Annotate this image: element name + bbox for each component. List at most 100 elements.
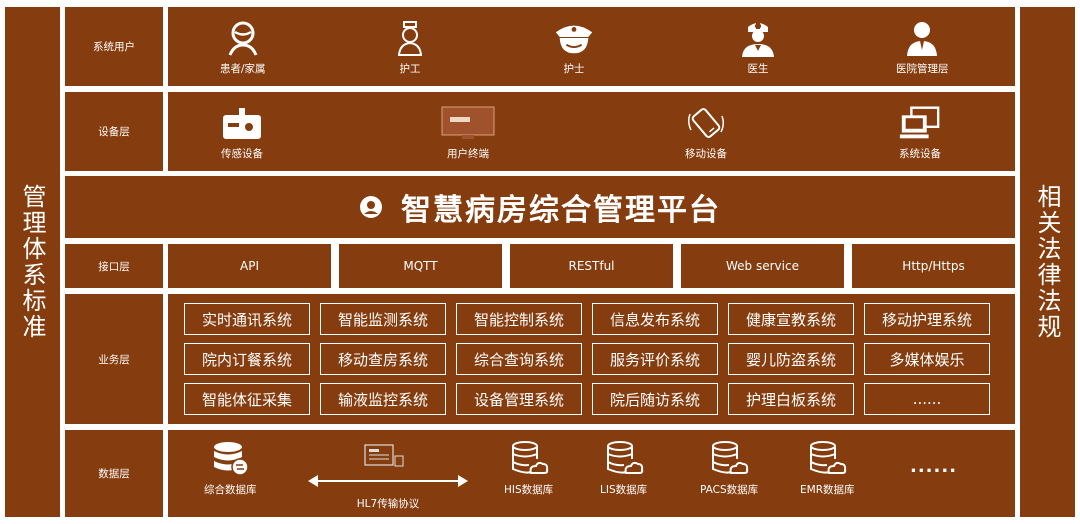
- business-system-label: 院后随访系统: [609, 390, 700, 409]
- layer-label-data-text: 数据层: [98, 468, 130, 480]
- devices-row: 传感设备 用户终端 移动设备: [168, 92, 1015, 171]
- user-management: 医院管理层: [896, 19, 949, 76]
- manager-icon: [900, 19, 944, 57]
- user-doctor-label: 医生: [747, 63, 769, 75]
- layer-label-users-text: 系统用户: [93, 41, 135, 53]
- user-patient-label: 患者/家属: [220, 63, 266, 75]
- business-system: ......: [864, 383, 990, 415]
- database-cloud-icon: [507, 440, 551, 478]
- layer-label-devices-text: 设备层: [98, 126, 130, 138]
- mobile-phone-icon: [684, 104, 728, 142]
- business-system-label: 输液监控系统: [337, 390, 428, 409]
- data-emr-db-label: EMR数据库: [800, 484, 855, 496]
- business-system: 多媒体娱乐: [864, 343, 990, 375]
- data-lis-db: LIS数据库: [600, 440, 647, 497]
- database-cloud-icon: [707, 440, 751, 478]
- business-system-label: 健康宣教系统: [745, 310, 836, 329]
- user-patient: 患者/家属: [220, 19, 266, 76]
- platform-user-icon: [360, 196, 382, 218]
- business-system-label: 婴儿防盗系统: [745, 350, 836, 369]
- business-system: 输液监控系统: [320, 383, 446, 415]
- interface-mqtt-label: MQTT: [403, 259, 438, 273]
- business-system: 智能体征采集: [184, 383, 310, 415]
- interface-api: API: [168, 244, 331, 288]
- device-sensor: 传感设备: [220, 104, 264, 161]
- platform-title: 智慧病房综合管理平台: [401, 193, 721, 228]
- layer-label-data: 数据层: [65, 430, 163, 517]
- data-integrated-db-label: 综合数据库: [204, 484, 257, 496]
- data-hl7-protocol: HL7传输协议: [308, 442, 468, 512]
- interface-restful-label: RESTful: [568, 259, 615, 273]
- device-system: 系统设备: [898, 104, 942, 161]
- business-system-label: 智能体征采集: [201, 390, 292, 409]
- interface-restful: RESTful: [510, 244, 673, 288]
- database-cloud-icon: [805, 440, 849, 478]
- business-system-label: 智能控制系统: [473, 310, 564, 329]
- business-system-label: 服务评价系统: [609, 350, 700, 369]
- data-row: 综合数据库 HL7传输协议 HIS数据库: [168, 430, 1015, 517]
- user-nurse: 护士: [552, 19, 596, 76]
- laws-regulations-label: 相关法律法规: [1033, 184, 1061, 340]
- device-mobile-label: 移动设备: [685, 148, 727, 160]
- data-more-ellipsis: ......: [910, 456, 958, 477]
- computer-icon: [898, 104, 942, 142]
- user-doctor: 医生: [736, 19, 780, 76]
- business-system: 院后随访系统: [592, 383, 718, 415]
- business-system: 智能监测系统: [320, 303, 446, 335]
- business-system: 移动护理系统: [864, 303, 990, 335]
- layer-label-business: 业务层: [65, 294, 163, 424]
- business-system-label: 设备管理系统: [473, 390, 564, 409]
- data-integrated-db: 综合数据库: [204, 440, 257, 497]
- interface-http-label: Http/Https: [902, 259, 965, 273]
- business-row: 实时通讯系统 智能监测系统 智能控制系统 信息发布系统 健康宣教系统 移动护理系…: [168, 294, 1015, 424]
- business-system-label: 移动查房系统: [337, 350, 428, 369]
- data-lis-db-label: LIS数据库: [600, 484, 648, 496]
- protocol-document-icon: [364, 444, 404, 467]
- business-system-label: 院内订餐系统: [201, 350, 292, 369]
- platform-banner: 智慧病房综合管理平台: [65, 176, 1015, 238]
- business-system-label: 综合查询系统: [473, 350, 564, 369]
- data-his-db-label: HIS数据库: [504, 484, 554, 496]
- interface-http: Http/Https: [852, 244, 1015, 288]
- layer-label-interface-text: 接口层: [98, 260, 130, 273]
- bidirectional-arrow-icon: [308, 475, 468, 487]
- data-his-db: HIS数据库: [504, 440, 553, 497]
- business-system-label: ......: [912, 390, 942, 408]
- business-system-label: 多媒体娱乐: [889, 350, 965, 369]
- business-system: 智能控制系统: [456, 303, 582, 335]
- user-caregiver-label: 护工: [399, 63, 421, 75]
- user-nurse-label: 护士: [563, 63, 585, 75]
- layer-label-users: 系统用户: [65, 7, 163, 86]
- data-pacs-db-label: PACS数据库: [700, 484, 759, 496]
- management-standards-label: 管理体系标准: [18, 184, 46, 340]
- business-system: 服务评价系统: [592, 343, 718, 375]
- business-system: 移动查房系统: [320, 343, 446, 375]
- business-system-label: 智能监测系统: [337, 310, 428, 329]
- layer-label-interface: 接口层: [65, 244, 163, 288]
- interface-mqtt: MQTT: [339, 244, 502, 288]
- patient-icon: [221, 19, 265, 57]
- device-system-label: 系统设备: [899, 148, 941, 160]
- device-sensor-label: 传感设备: [221, 148, 263, 160]
- business-system: 实时通讯系统: [184, 303, 310, 335]
- device-terminal-label: 用户终端: [447, 148, 489, 160]
- business-system-label: 信息发布系统: [609, 310, 700, 329]
- monitor-icon: [438, 104, 498, 142]
- business-system: 综合查询系统: [456, 343, 582, 375]
- database-cloud-icon: [602, 440, 646, 478]
- business-system-label: 护理白板系统: [745, 390, 836, 409]
- sensor-icon: [220, 104, 264, 142]
- device-terminal: 用户终端: [438, 104, 498, 161]
- users-row: 患者/家属 护工 护士: [168, 7, 1015, 86]
- doctor-icon: [736, 19, 780, 57]
- business-system: 信息发布系统: [592, 303, 718, 335]
- data-emr-db: EMR数据库: [800, 440, 855, 497]
- laws-regulations-column: 相关法律法规: [1020, 7, 1075, 517]
- business-system: 护理白板系统: [728, 383, 854, 415]
- business-system-label: 移动护理系统: [881, 310, 972, 329]
- user-management-label: 医院管理层: [896, 63, 949, 75]
- business-system: 健康宣教系统: [728, 303, 854, 335]
- business-system: 婴儿防盗系统: [728, 343, 854, 375]
- interface-api-label: API: [240, 259, 259, 273]
- nurse-icon: [552, 19, 596, 57]
